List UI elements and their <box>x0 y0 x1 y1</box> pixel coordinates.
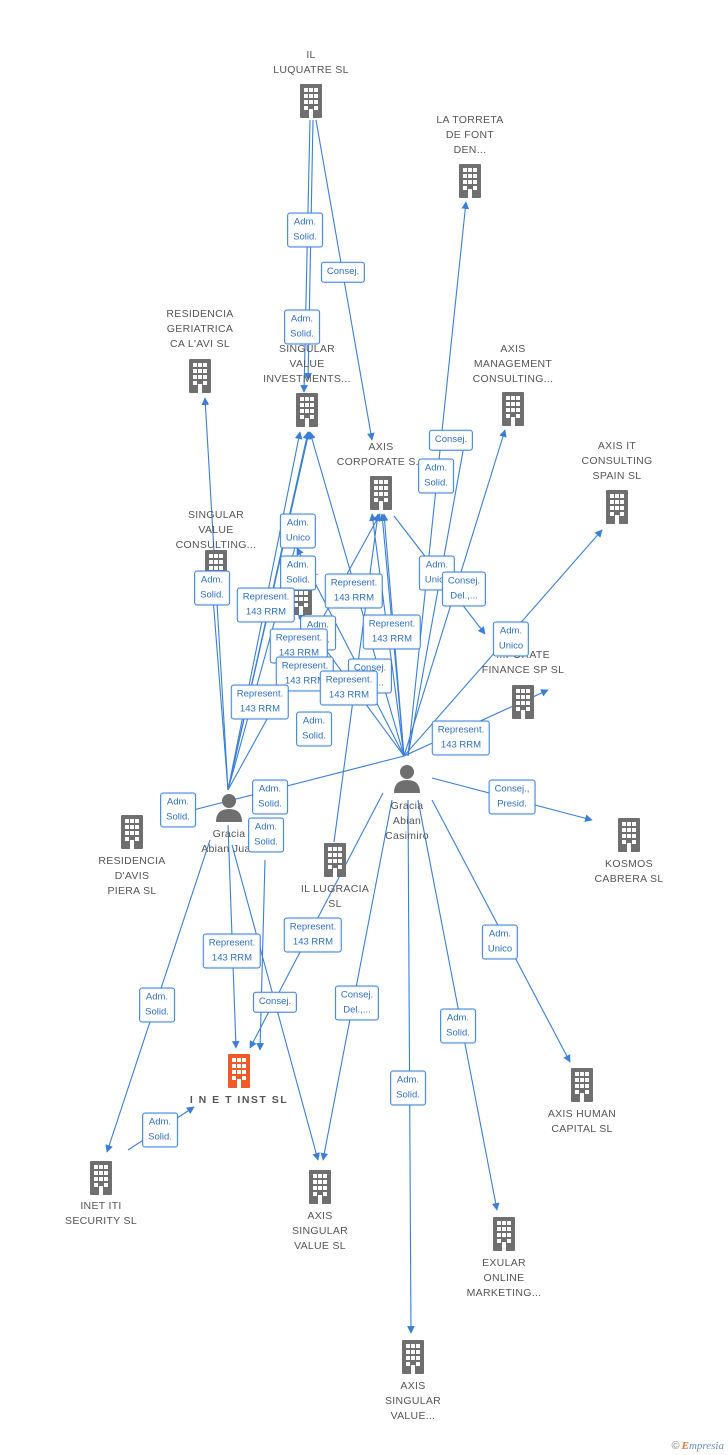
brand-name: mpresia <box>688 1440 724 1452</box>
node-label[interactable]: IL LUQUATRE SL <box>273 49 349 76</box>
building-icon[interactable] <box>512 685 534 719</box>
node-label[interactable]: SINGULAR VALUE INVESTMENTS... <box>263 343 351 385</box>
node-label[interactable]: AXIS MANAGEMENT CONSULTING... <box>472 343 554 385</box>
node-label[interactable]: RESIDENCIA D'AVIS PIERA SL <box>98 855 166 897</box>
edge-label[interactable]: Adm. Solid. <box>252 779 288 815</box>
edge-label[interactable]: Consej. <box>320 261 366 283</box>
edge-label[interactable]: Adm. Solid. <box>160 792 196 828</box>
node-label[interactable]: SINGULAR VALUE CONSULTING... <box>175 509 257 551</box>
node-label[interactable]: AXIS IT CONSULTING SPAIN SL <box>581 440 653 482</box>
building-icon[interactable] <box>402 1340 424 1374</box>
edge-line <box>208 584 229 791</box>
edge-label[interactable]: Consej., Presid. <box>488 779 536 815</box>
building-icon[interactable] <box>90 1161 112 1195</box>
edge-label[interactable]: Adm. Unico <box>492 621 530 657</box>
building-icon[interactable] <box>296 393 318 427</box>
edge-label[interactable]: Consej. Del.,... <box>334 985 380 1021</box>
edges-layer <box>105 119 603 1334</box>
edge-label[interactable]: Consej. Del.,... <box>441 571 487 607</box>
node-label[interactable]: AXIS HUMAN CAPITAL SL <box>547 1108 617 1135</box>
copyright-symbol: © <box>671 1440 680 1452</box>
node-label[interactable]: AXIS SINGULAR VALUE SL <box>291 1210 349 1252</box>
edge-label[interactable]: Represent. 143 RRM <box>202 933 262 969</box>
building-icon[interactable] <box>618 818 640 852</box>
edge-label[interactable]: Adm. Solid. <box>280 555 316 591</box>
building-icon[interactable] <box>324 843 346 877</box>
building-icon[interactable] <box>459 164 481 198</box>
edge-label[interactable]: Adm. Solid. <box>139 987 175 1023</box>
node-label[interactable]: RESIDENCIA GERIATRICA CA L'AVI SL <box>166 308 234 350</box>
edge-line <box>407 439 468 757</box>
edge-label[interactable]: Represent. 143 RRM <box>230 684 290 720</box>
building-icon[interactable] <box>309 1170 331 1204</box>
edge-label[interactable]: Represent. 143 RRM <box>324 573 384 609</box>
node-label[interactable]: IL LUGRACIA SL <box>300 883 370 910</box>
edge-label[interactable]: Adm. Solid. <box>248 817 284 853</box>
person-icon[interactable] <box>394 765 420 793</box>
edge-label[interactable]: Adm. Solid. <box>287 212 323 248</box>
node-label[interactable]: Gracia Abian Casimiro <box>385 800 429 842</box>
node-label[interactable]: I N E T INST SL <box>189 1094 289 1106</box>
edge-label[interactable]: Represent. 143 RRM <box>362 614 422 650</box>
building-icon[interactable] <box>228 1054 250 1088</box>
edge-label[interactable]: Adm. Solid. <box>284 309 320 345</box>
edge-label[interactable]: Represent. 143 RRM <box>283 917 343 953</box>
building-icon[interactable] <box>370 476 392 510</box>
edge-label[interactable]: Represent. 143 RRM <box>319 670 379 706</box>
building-icon[interactable] <box>606 490 628 524</box>
building-icon[interactable] <box>571 1068 593 1102</box>
node-label[interactable]: LA TORRETA DE FONT DEN... <box>436 114 504 156</box>
building-icon[interactable] <box>300 84 322 118</box>
edge-label[interactable]: Adm. Solid. <box>142 1112 178 1148</box>
brand-footer[interactable]: ©Empresia <box>672 1440 725 1452</box>
brand-initial: E <box>681 1440 689 1452</box>
edge-line <box>300 119 311 393</box>
edge-line <box>320 799 393 1161</box>
edge-label[interactable]: Adm. Solid. <box>194 570 230 606</box>
edge-line <box>417 799 500 1211</box>
edge-label[interactable]: Adm. Unico <box>481 924 519 960</box>
edge-label[interactable]: Adm. Solid. <box>390 1070 426 1106</box>
node-label[interactable]: INET ITI SECURITY SL <box>65 1200 137 1227</box>
edge-label[interactable]: Adm. Solid. <box>418 458 454 494</box>
edge-label[interactable]: Represent. 143 RRM <box>236 587 296 623</box>
edge-label[interactable]: Represent. 143 RRM <box>431 720 491 756</box>
building-icon[interactable] <box>502 392 524 426</box>
node-label[interactable]: KOSMOS CABRERA SL <box>594 858 664 885</box>
edge-label[interactable]: Consej. <box>252 991 298 1013</box>
edge-label[interactable]: Adm. Solid. <box>296 711 332 747</box>
node-label[interactable]: AXIS SINGULAR VALUE... <box>384 1380 442 1422</box>
icons-layer <box>90 84 640 1374</box>
building-icon[interactable] <box>121 815 143 849</box>
building-icon[interactable] <box>189 359 211 393</box>
edge-label[interactable]: Adm. Unico <box>279 513 317 549</box>
building-icon[interactable] <box>493 1217 515 1251</box>
edge-label[interactable]: Adm. Solid. <box>440 1008 476 1044</box>
edge-line <box>407 799 415 1334</box>
edge-label[interactable]: Consej. <box>428 429 474 451</box>
node-label[interactable]: EXULAR ONLINE MARKETING... <box>466 1257 542 1299</box>
